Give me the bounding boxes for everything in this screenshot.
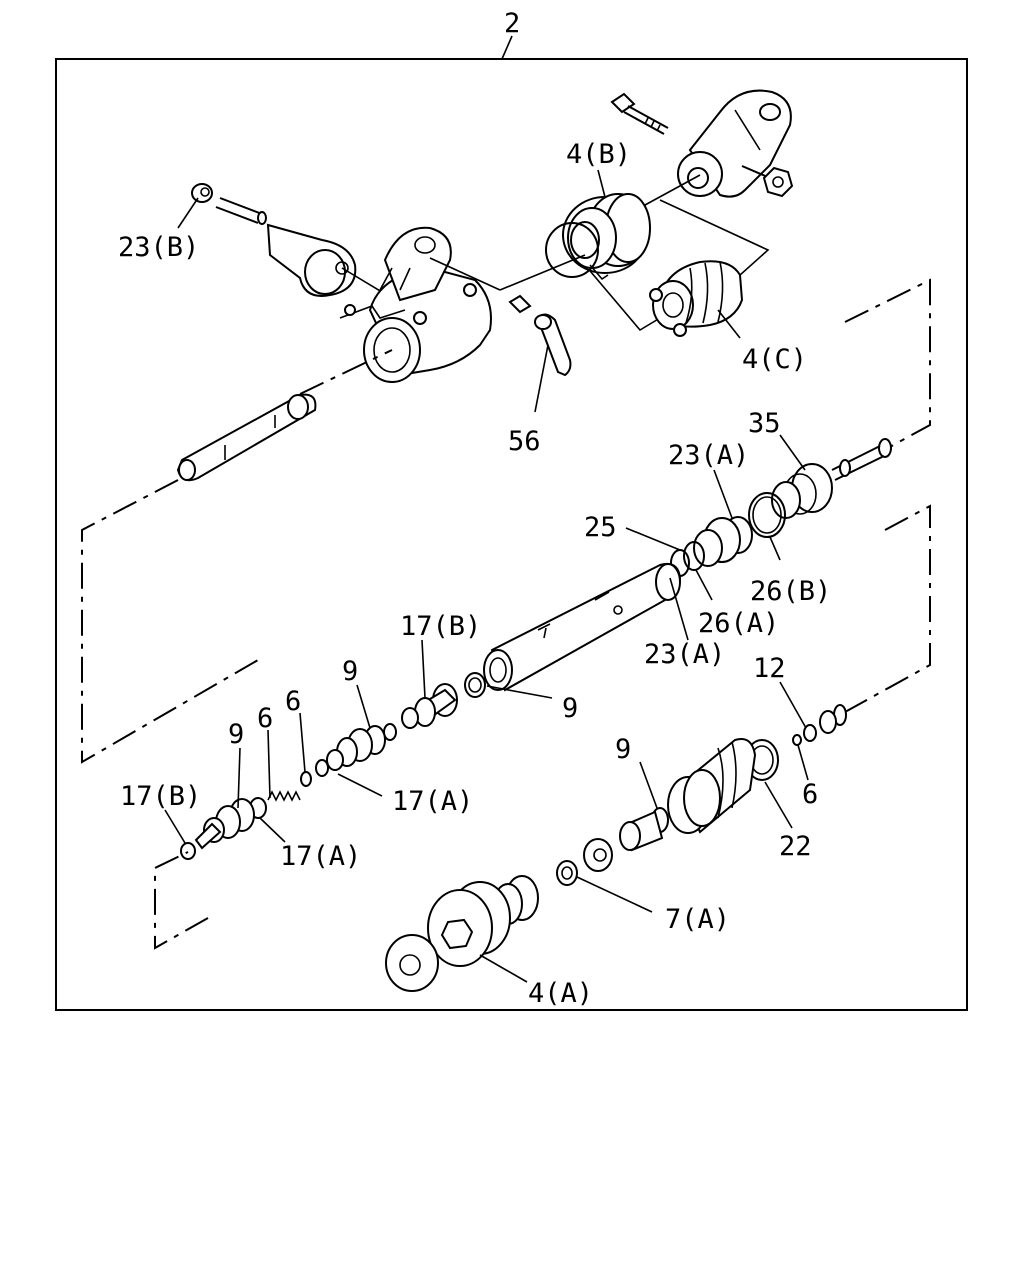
callout-26b: 26(B) [750,576,831,607]
callout-4b: 4(B) [566,139,631,170]
callout-9-c: 9 [228,719,244,750]
callout-4a: 4(A) [528,978,593,1009]
callout-9-b: 9 [562,693,578,724]
end-cap-4a-part [427,881,511,967]
callout-4c: 4(C) [742,344,807,375]
clamp-ring-part [545,222,609,281]
fitting-part [508,294,532,314]
cylinder-tube-part [483,562,682,692]
seal-23a-part [693,516,753,567]
ring-12-part [803,724,817,742]
o-ring-9-right-part [464,672,486,698]
hose-56-part [534,313,572,377]
callout-23a-b: 23(A) [644,639,725,670]
ring-6-right-part [792,734,802,746]
callout-17b-left: 17(B) [120,781,201,812]
callout-25: 25 [584,512,617,543]
callout-12: 12 [753,653,786,684]
callout-23b-top: 23(B) [118,232,199,263]
callout-17a-b: 17(A) [280,841,361,872]
callout-17b-mid: 17(B) [400,611,481,642]
callout-7a: 7(A) [665,904,730,935]
callout-56: 56 [508,426,541,457]
o-ring-26b-part [748,492,786,538]
boot-4c-part [649,260,744,337]
valve-sleeve-part [667,738,757,834]
spool-9-mid-part [315,723,397,777]
callout-6-c: 6 [802,779,818,810]
callout-35: 35 [748,408,781,439]
assembly-frame [55,58,968,1011]
callout-6-a: 6 [257,703,273,734]
washer-7a-part [556,860,578,886]
callout-labels: 23(B) 4(B) 4(C) 56 35 23(A) 25 26(B) 26(… [118,139,831,1009]
spool-9-left-part [194,797,267,850]
callout-23a-a: 23(A) [668,440,749,471]
assembly-label: 2 [504,8,520,39]
rod-end-part [831,438,892,481]
nut-4a-part [385,934,439,992]
spacer-part [583,838,613,872]
bolt-part [610,92,669,135]
yoke-part [677,89,792,198]
valve-body-17b-part [401,683,458,729]
washer-26a-part [683,541,705,571]
ring-17b-left-part [180,842,196,860]
callout-9-d: 9 [615,734,631,765]
link-arm-part [266,223,357,297]
boot-4b-part [562,193,651,274]
snap-ring-23b-part [191,183,213,203]
spring-6-part [267,771,312,802]
callout-26a: 26(A) [698,608,779,639]
pin-part [215,197,267,225]
seal-holder-35-part [771,463,833,519]
leader-lines [164,169,809,983]
housing-part [363,226,501,383]
piston-rod-part [176,393,317,482]
plug-part [819,704,847,734]
bracket-symbol [339,304,427,325]
callout-6-b: 6 [285,686,301,717]
nut-part [741,165,794,198]
spool-9-right-part [619,807,669,852]
callout-9-a: 9 [342,656,358,687]
callout-22: 22 [779,831,812,862]
callout-17a-a: 17(A) [392,786,473,817]
